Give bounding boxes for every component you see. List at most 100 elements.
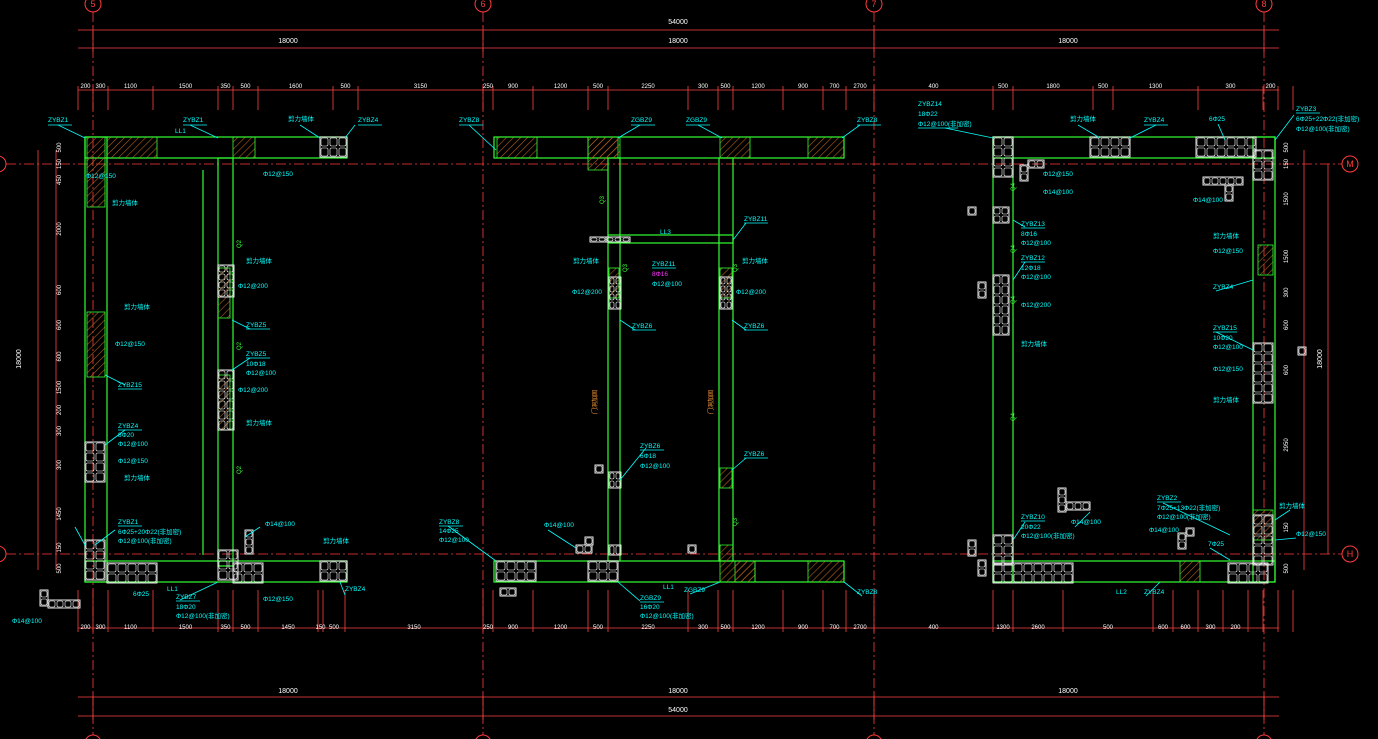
leader-line	[731, 457, 747, 471]
cage-outline	[39, 589, 49, 607]
segment-dimension-text: 500	[720, 625, 731, 631]
cage-cell	[85, 442, 95, 452]
cage-cell	[720, 285, 726, 293]
label-zybz6-c-rebar: 6Φ18	[640, 453, 656, 460]
segment-dimension-text: 2250	[641, 625, 655, 631]
cage-cell	[329, 137, 338, 147]
overall-dimensions: 54000 18000 18000 18000 18000 18000 1800…	[16, 19, 1324, 714]
segment-dimension-text: 1800	[1046, 84, 1060, 90]
axis-label: 8	[1261, 0, 1266, 9]
opening-notes: 门洞加固 门洞加固	[591, 390, 715, 414]
segment-dimension-text: 500	[329, 625, 340, 631]
cage-cell	[1001, 215, 1009, 223]
label-wall-tag-8: 剪力墙体	[573, 256, 600, 265]
cage-cell	[218, 400, 226, 410]
label-zybz5-a: ZYBZ5	[246, 322, 267, 329]
cage-outline	[967, 206, 977, 216]
segment-dimension-text: 150	[57, 542, 63, 553]
hatched-region	[1257, 244, 1274, 276]
rebar-cage-zgbz9	[587, 560, 619, 582]
leader-line	[697, 124, 723, 139]
cage-cell	[1028, 160, 1036, 168]
rebar-cage-zybz1-leg	[106, 562, 158, 584]
dim-total-bottom: 54000	[668, 707, 688, 714]
rebar-cage-zybz12	[992, 274, 1010, 336]
cage-cell	[609, 472, 615, 480]
cage-cell	[95, 560, 105, 570]
cage-cell	[1203, 177, 1211, 185]
segment-dimension-text: 500	[240, 84, 251, 90]
axis-bubble-left-m	[0, 155, 7, 173]
cage-outline	[992, 562, 1074, 584]
label-zybz11-a: ZYBZ11	[744, 216, 768, 223]
cage-cell	[1110, 147, 1120, 157]
cage-cell	[1186, 528, 1194, 536]
cage-outline	[499, 587, 517, 597]
cage-cell	[1226, 137, 1236, 147]
cage-cell	[968, 207, 976, 215]
rebar-cages	[39, 136, 1307, 609]
cage-cell	[1206, 137, 1216, 147]
segment-dimension-text: 3150	[414, 84, 428, 90]
cage-cell	[496, 571, 506, 581]
cage-outline	[217, 549, 239, 581]
cage-cell	[117, 573, 127, 583]
cage-cell	[1253, 170, 1263, 180]
cage-cell	[1001, 325, 1009, 335]
axis-label: 7	[871, 0, 876, 9]
detail-icon	[1027, 159, 1045, 169]
segment-dimension-text: 500	[1284, 563, 1290, 574]
segment-dimension-text: 350	[220, 84, 231, 90]
cage-cell	[1043, 563, 1053, 573]
label-zybz1-bl-rebar: 6Φ25+20Φ22(非加密)	[118, 527, 181, 536]
rebar-cage-zgbz9-top	[608, 544, 622, 556]
cage-cell	[338, 561, 347, 571]
cage-cell	[978, 282, 986, 290]
cage-cell	[1263, 160, 1273, 170]
cage-outline	[977, 281, 987, 299]
detail-icon	[575, 544, 593, 554]
axis-bubble-left-h	[0, 545, 7, 563]
cage-cell	[1258, 573, 1268, 583]
segment-dimension-text: 2950	[1284, 438, 1290, 452]
label-zybz5-b: ZYBZ5	[246, 351, 267, 358]
cage-cell	[993, 305, 1001, 315]
cage-cell	[1001, 207, 1009, 215]
detail-icon	[499, 587, 517, 597]
cage-cell	[720, 293, 726, 301]
cage-cell	[137, 573, 147, 583]
cage-cell	[320, 561, 329, 571]
segment-dimension-text: 2250	[641, 84, 655, 90]
cage-cell	[1082, 502, 1090, 510]
cage-cell	[1003, 563, 1013, 573]
label-zybz1-tl2: ZYBZ1	[183, 117, 204, 124]
label-spacing-200-e: Φ12@200	[1021, 302, 1051, 309]
wall-tag-q3-d: Q3	[733, 517, 739, 526]
cage-cell	[1036, 160, 1044, 168]
cage-cell	[993, 157, 1003, 167]
cage-outline	[47, 599, 81, 609]
rebar-cage-zybz10-leg	[992, 562, 1074, 584]
cage-outline	[1185, 527, 1195, 537]
note-opening-2: 门洞加固	[707, 390, 715, 414]
axis-bubble-h-right: H	[1341, 545, 1359, 563]
cage-cell	[1253, 160, 1263, 170]
cage-outline	[605, 236, 631, 243]
cage-cell	[609, 545, 615, 555]
cage-outline	[608, 544, 622, 556]
cage-cell	[1236, 137, 1246, 147]
segment-dimension-text: 1100	[124, 84, 138, 90]
cage-cell	[1216, 137, 1226, 147]
segment-dimension-text: 350	[220, 625, 231, 631]
label-ll3: LL3	[660, 229, 671, 236]
label-zybz4-left: ZYBZ4	[118, 423, 139, 430]
cage-cell	[1216, 147, 1226, 157]
cage-cell	[609, 285, 615, 293]
wall-tag-q4-d: Q4	[1011, 412, 1017, 421]
cage-cell	[1298, 347, 1306, 355]
cage-cell	[85, 452, 95, 462]
label-zybz13-stirrup: Φ12@100	[1021, 240, 1051, 247]
cage-cell	[1228, 573, 1238, 583]
label-zgbz9-bottom-2: ZGBZ9	[684, 587, 705, 594]
cage-cell	[1263, 363, 1273, 373]
